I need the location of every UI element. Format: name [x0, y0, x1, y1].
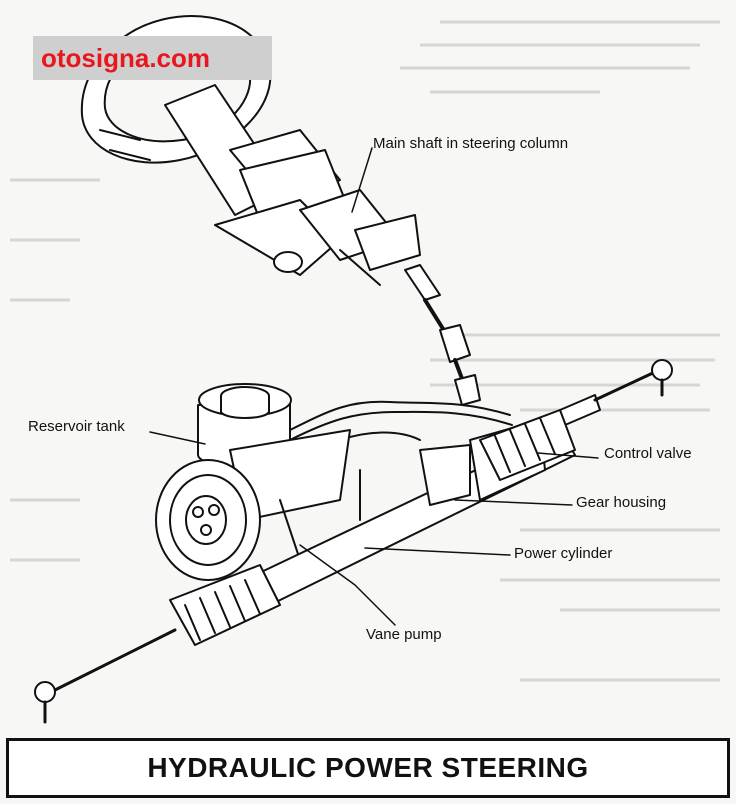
reservoir-tank-icon: [197, 383, 292, 468]
label-power-cylinder: Power cylinder: [514, 545, 613, 562]
background-page-texture: [10, 20, 720, 682]
vane-pump-pulley-icon: [155, 459, 261, 581]
diagram-title: HYDRAULIC POWER STEERING: [147, 752, 589, 783]
label-gear-housing: Gear housing: [576, 494, 667, 511]
tie-rod-end-icon: [34, 359, 673, 724]
hydraulic-hoses: [289, 400, 513, 521]
label-control-valve: Control valve: [604, 445, 692, 462]
steering-rack-icon: [169, 394, 601, 646]
diagram-title-box: HYDRAULIC POWER STEERING: [6, 738, 730, 798]
watermark-text: otosigna.com: [41, 42, 211, 73]
leader-lines: [149, 147, 599, 626]
universal-joint-icon: [404, 264, 481, 406]
steering-diagram: [10, 15, 720, 724]
watermark-logo: otosigna.com: [33, 36, 272, 80]
label-reservoir-tank: Reservoir tank: [28, 418, 125, 435]
label-vane-pump: Vane pump: [366, 626, 442, 643]
steering-column: [164, 84, 421, 286]
label-main-shaft: Main shaft in steering column: [373, 135, 569, 152]
